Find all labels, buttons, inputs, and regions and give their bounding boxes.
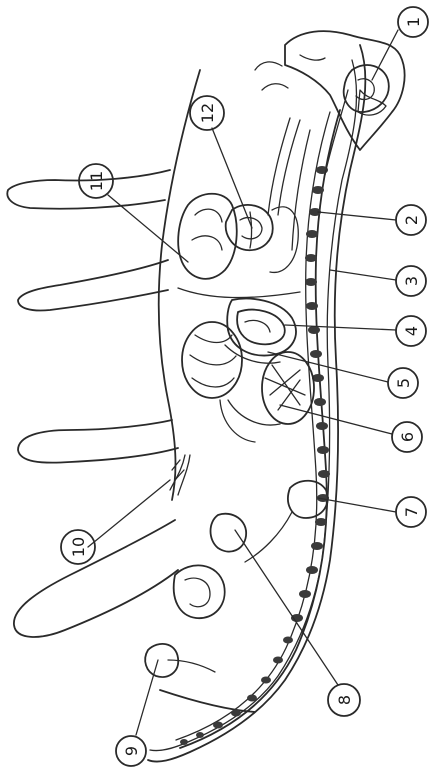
callout-9-label: 9 — [122, 746, 141, 756]
callout-11-label: 11 — [87, 171, 106, 191]
brain — [344, 65, 389, 112]
bladder — [211, 514, 247, 552]
callout-5-label: 5 — [394, 378, 413, 388]
callout-9: 9 — [116, 736, 146, 766]
spinal-column — [176, 90, 348, 748]
callout-2: 2 — [396, 205, 426, 235]
callout-2-label: 2 — [402, 215, 421, 225]
callout-1: 1 — [398, 7, 428, 37]
callout-6: 6 — [392, 422, 422, 452]
callout-10-label: 10 — [69, 537, 88, 557]
callout-4: 4 — [396, 316, 426, 346]
heart — [226, 205, 273, 250]
body-outline — [7, 31, 404, 761]
callout-8-label: 8 — [335, 695, 354, 705]
callout-7-label: 7 — [402, 507, 421, 517]
callout-3-label: 3 — [402, 276, 421, 286]
diaphragm — [178, 288, 300, 298]
callout-8: 8 — [328, 684, 360, 716]
callout-12: 12 — [190, 96, 224, 130]
trachea — [268, 118, 310, 250]
callout-10: 10 — [61, 530, 95, 564]
reproductive-organs — [145, 455, 225, 677]
callout-6-label: 6 — [398, 432, 417, 442]
callout-5: 5 — [388, 368, 418, 398]
callout-4-label: 4 — [402, 326, 421, 336]
callout-7: 7 — [396, 497, 426, 527]
callout-12-label: 12 — [198, 103, 217, 123]
callout-3: 3 — [396, 266, 426, 296]
callout-1-label: 1 — [404, 17, 423, 27]
